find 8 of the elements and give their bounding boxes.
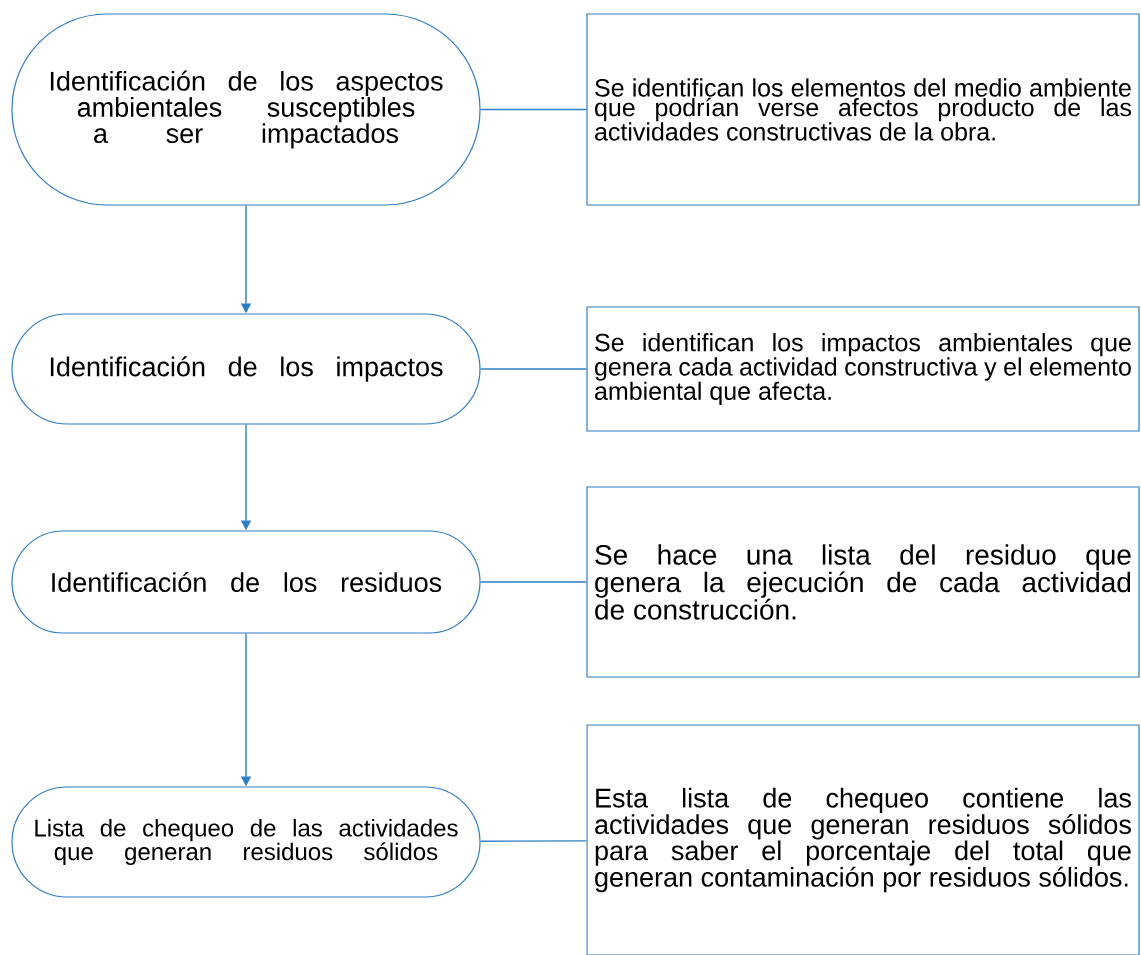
connector-line xyxy=(479,108,588,111)
connector-line xyxy=(479,840,588,842)
description-box: Se hace una lista del residuo que genera la ejecución de cada actividad de construcción. xyxy=(586,486,1140,678)
description-box: Esta lista de chequeo contiene las actividades que generan residuos sólidos para saber el porcentaje del total que generan contaminación por residuos sólidos. xyxy=(586,724,1140,955)
connector-line xyxy=(479,581,588,583)
connector-line xyxy=(479,368,588,370)
description-box: Se identifican los elementos del medio ambiente que podrían verse afectos producto de las actividades constructivas de la obra. xyxy=(586,13,1140,206)
description-box: Se identifican los impactos ambientales que genera cada actividad constructiva y el elemento ambiental que afecta. xyxy=(586,306,1140,432)
